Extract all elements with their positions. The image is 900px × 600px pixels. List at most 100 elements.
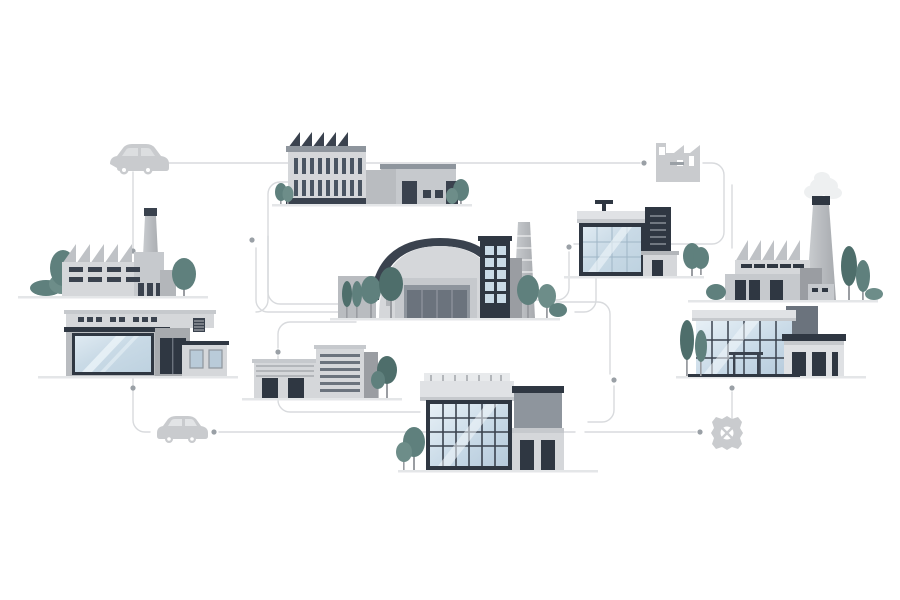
office-right-wing-slit <box>832 352 838 376</box>
gear-icon[interactable] <box>711 416 743 450</box>
connector-lines <box>132 162 733 433</box>
warehouse-depot[interactable] <box>242 345 402 401</box>
store-roof-slab <box>577 211 663 221</box>
office-right-entry-post-2 <box>757 355 760 376</box>
tree-canopy-conifer <box>856 260 870 292</box>
office-right-mullions <box>696 321 792 376</box>
ground-line-depot <box>242 398 402 401</box>
edge-right-drop <box>587 385 615 423</box>
showroom-roof-edge <box>64 310 216 314</box>
ground-line-factory-right <box>688 300 878 303</box>
hangar-tower-right-wing <box>510 258 522 318</box>
store-dark-tower <box>645 207 671 257</box>
glass-showroom-left[interactable] <box>38 310 238 379</box>
office-bottom-cornice-shadow <box>420 397 514 401</box>
edge-left-vertical-spine <box>255 247 357 313</box>
glass-office-right[interactable] <box>676 306 866 379</box>
depot-left-roof <box>252 359 318 363</box>
ground-line-plant <box>272 204 472 207</box>
store-lower-annex-roof <box>641 251 679 255</box>
node-dot-mid-left <box>249 237 255 243</box>
ground-line-office-bottom <box>398 470 598 473</box>
showroom-canopy <box>64 327 170 332</box>
tree-canopy <box>517 275 539 305</box>
ground-line-office-right <box>676 376 866 379</box>
office-right-roof-slab <box>692 310 796 320</box>
car-window-rear <box>141 148 155 156</box>
node-dot-gear <box>697 429 703 435</box>
glass-store-upper-right[interactable] <box>564 200 704 279</box>
sawtooth-factory-right[interactable] <box>688 172 883 303</box>
office-right-wing-door-2 <box>812 352 826 376</box>
tree-plant-left <box>275 183 294 204</box>
showroom-glass-shine-2 <box>100 336 139 372</box>
showroom-glass-shine <box>82 336 126 372</box>
arched-hangar-center[interactable] <box>330 222 567 321</box>
factory-glyph-base-dark <box>670 162 684 165</box>
factory-right-doors <box>735 280 783 300</box>
tree-cluster-hangar-left <box>342 267 403 318</box>
hangar-tower-cap <box>478 236 512 241</box>
car-icon[interactable] <box>110 144 169 175</box>
node-dot-depot <box>275 349 281 355</box>
tree-factory-right-right <box>841 246 883 300</box>
node-dot-car-bottom <box>211 429 217 435</box>
tree-canopy <box>538 284 556 308</box>
tree-factory-right-left <box>693 247 726 300</box>
showroom-annex-window-2 <box>209 350 222 368</box>
glass-office-bottom[interactable] <box>396 373 598 473</box>
hangar-arch-roof <box>370 238 510 300</box>
node-dot-showroom <box>130 385 136 391</box>
car-icon-secondary[interactable] <box>157 416 208 443</box>
showroom-annex-window-1 <box>190 350 203 368</box>
factory-icon[interactable] <box>656 143 700 182</box>
store-glass-shine <box>588 227 632 272</box>
office-bottom-cornice <box>420 381 514 399</box>
tree-canopy-conifer <box>695 330 707 362</box>
tree-plant-right <box>446 179 469 204</box>
tree-canopy <box>446 188 458 204</box>
store-lower-door <box>652 260 663 276</box>
store-tower-louvres <box>650 215 666 245</box>
showroom-annex-window-1-frame <box>189 349 204 369</box>
car2-window-rear <box>185 419 197 426</box>
plant-roof-slab <box>286 146 366 152</box>
tree-canopy <box>693 247 709 269</box>
showroom-entry-door-split <box>172 338 174 374</box>
edge-store-to-hangar <box>519 251 570 301</box>
factory-left-window-grid <box>69 267 140 282</box>
office-right-glass-shine <box>702 321 759 376</box>
plant-warehouse-window-1 <box>423 190 431 198</box>
office-bottom-right-band <box>512 428 564 433</box>
showroom-clerestory-windows <box>78 317 157 322</box>
factory-left-sidewall <box>160 270 176 296</box>
depot-left-door-2 <box>288 378 304 398</box>
sawtooth-plant-top-center[interactable] <box>272 132 472 207</box>
plant-warehouse-door-1 <box>402 181 417 204</box>
factory-right-annex-window-2 <box>822 288 828 292</box>
ground-line-showroom <box>38 376 238 379</box>
tree-office-right <box>680 320 707 376</box>
depot-right-roof <box>314 345 366 349</box>
edge-plant-branch-down <box>255 235 269 313</box>
showroom-upper-band <box>66 312 214 328</box>
node-dot-right-mid <box>611 377 617 383</box>
factory-glyph-window-3 <box>689 156 694 166</box>
store-roof-edge <box>577 219 663 223</box>
plant-warehouse-roof <box>380 164 456 169</box>
car2-body <box>157 416 208 439</box>
office-right-base-plinth <box>688 374 800 377</box>
showroom-annex-roof <box>180 341 229 345</box>
tree-canopy-conifer <box>342 281 352 307</box>
bush-icon <box>865 288 883 300</box>
tree-canopy <box>282 186 294 202</box>
depot-louvre-lines <box>320 354 360 392</box>
sawtooth-factory-left[interactable] <box>18 208 208 299</box>
office-right-wing-door-1 <box>792 352 806 376</box>
tree-canopy-conifer <box>680 320 694 360</box>
factory-right-annex-lower <box>808 284 834 300</box>
plant-warehouse-window-2 <box>435 190 443 198</box>
office-bottom-right-door-2 <box>541 440 555 470</box>
